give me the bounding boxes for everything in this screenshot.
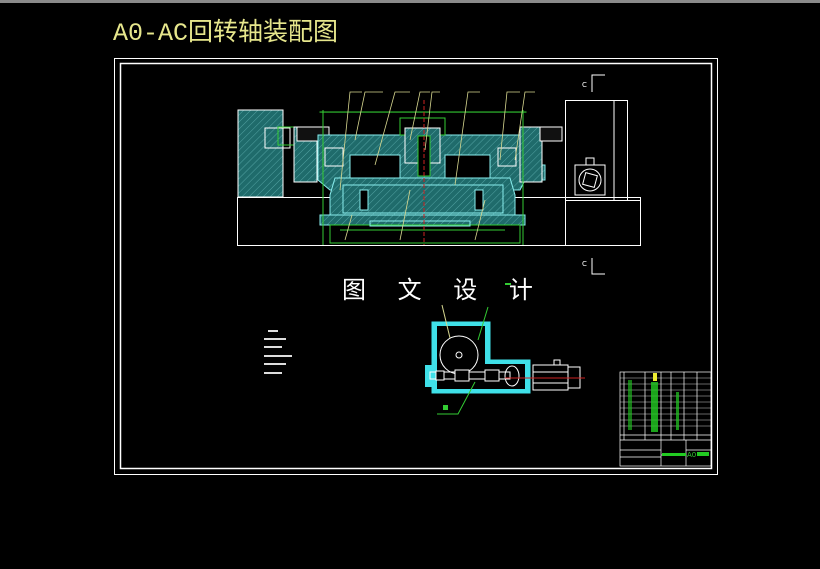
drawing-code: A0	[687, 451, 696, 459]
watermark-text: 图 文 设 计	[342, 276, 545, 304]
technical-notes	[264, 330, 292, 374]
window-top-bar	[0, 0, 820, 3]
drawing-frame	[114, 58, 718, 475]
front-section-view	[237, 74, 641, 275]
section-mark-top: C	[582, 81, 587, 89]
section-mark-bottom: C	[582, 260, 587, 268]
title-block	[619, 371, 712, 467]
top-view-gearbox	[425, 283, 585, 415]
page-title: A0-AC回转轴装配图	[113, 19, 339, 48]
